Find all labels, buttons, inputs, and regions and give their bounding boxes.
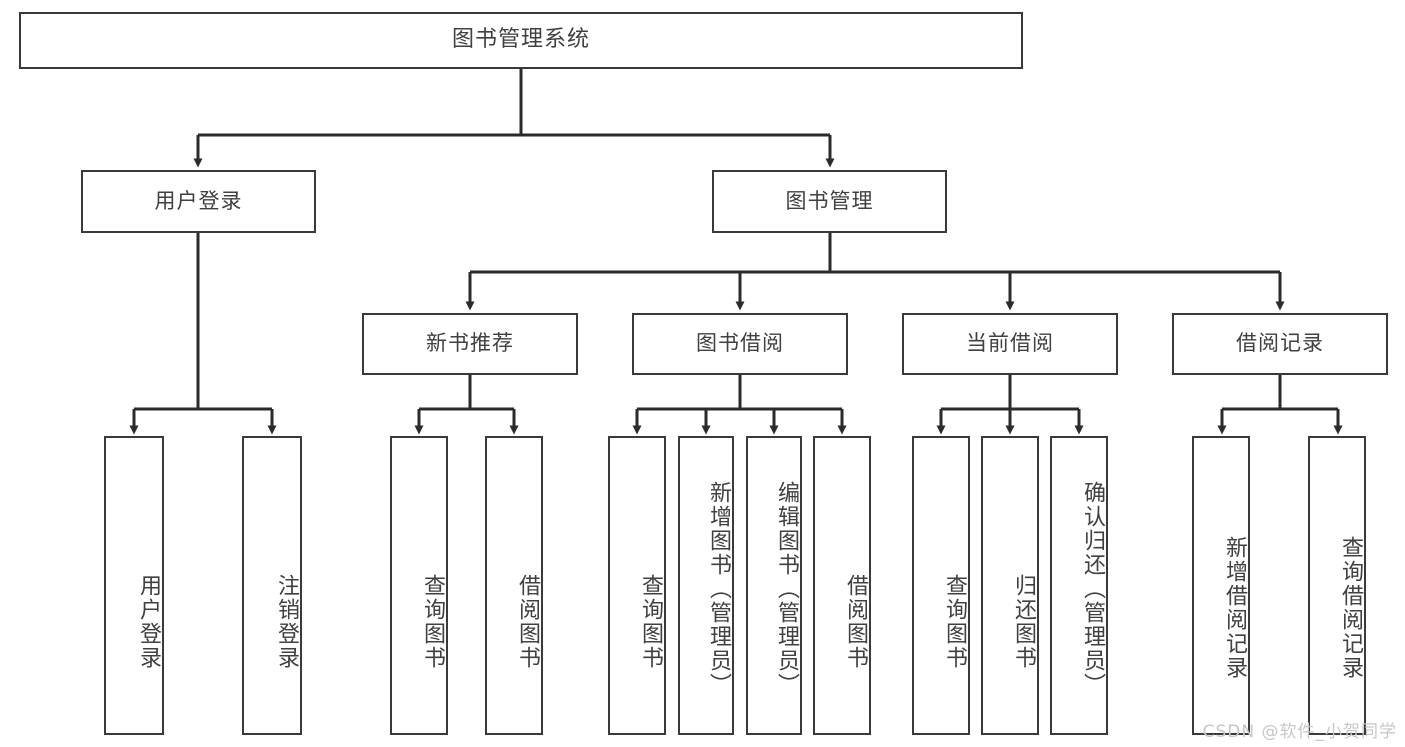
leaf-query-borrow-record[interactable]: 查询借阅记录 <box>1308 436 1366 735</box>
node-new-book-recommend[interactable]: 新书推荐 <box>362 313 578 375</box>
leaf-query-book-current[interactable]: 查询图书 <box>912 436 970 735</box>
node-book-management[interactable]: 图书管理 <box>712 170 947 233</box>
leaf-return-book[interactable]: 归还图书 <box>981 436 1039 735</box>
leaf-borrow-book-borrow[interactable]: 借阅图书 <box>813 436 871 735</box>
leaf-query-book-borrow[interactable]: 查询图书 <box>608 436 666 735</box>
watermark: CSDN @软件_小贺同学 <box>1202 722 1397 742</box>
leaf-confirm-return-admin[interactable]: 确认归还（管理员） <box>1050 436 1108 735</box>
leaf-edit-book-admin[interactable]: 编辑图书（管理员） <box>746 436 802 735</box>
node-book-borrow[interactable]: 图书借阅 <box>632 313 848 375</box>
leaf-query-book-recommend[interactable]: 查询图书 <box>390 436 448 735</box>
leaf-user-login[interactable]: 用户登录 <box>104 436 164 735</box>
leaf-user-logout[interactable]: 注销登录 <box>242 436 302 735</box>
node-borrow-record[interactable]: 借阅记录 <box>1172 313 1388 375</box>
node-current-borrow[interactable]: 当前借阅 <box>902 313 1118 375</box>
leaf-add-book-admin[interactable]: 新增图书（管理员） <box>678 436 734 735</box>
leaf-borrow-book-recommend[interactable]: 借阅图书 <box>485 436 543 735</box>
leaf-add-borrow-record[interactable]: 新增借阅记录 <box>1192 436 1250 735</box>
node-root-book-management-system[interactable]: 图书管理系统 <box>19 12 1023 69</box>
node-user-login[interactable]: 用户登录 <box>81 170 316 233</box>
